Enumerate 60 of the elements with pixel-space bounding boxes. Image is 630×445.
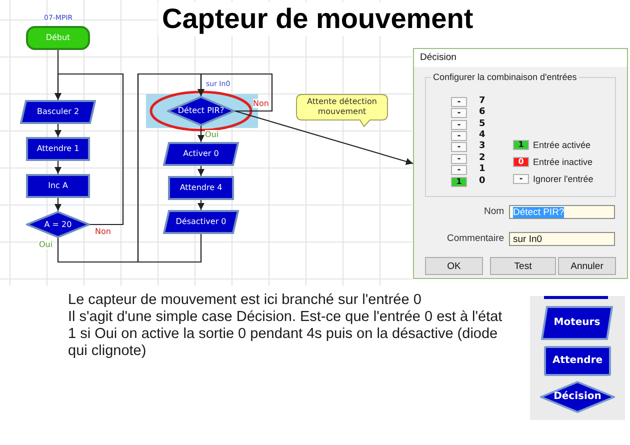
description-text: Il s'agit d'une simple case Décision. Est-ce que l'entrée 0 est à l'état 1 si Oui on active la sortie 0 pendant 4s puis on la désactive (diode qui clignote) — [68, 309, 504, 360]
input-number: 7 — [479, 96, 486, 107]
edge-label: Oui — [205, 130, 219, 139]
description-text: Le capteur de mouvement est ici branché sur l'entrée 0 — [68, 292, 422, 309]
speech-bubble: Attente détection mouvement — [296, 94, 388, 127]
legend-swatch: 1 — [513, 140, 529, 150]
toggle-button: - — [451, 142, 467, 152]
legend-swatch: 0 — [513, 157, 529, 167]
legend-swatch: - — [513, 174, 529, 184]
command-parallelogram: Activer 0 — [163, 142, 239, 166]
input-number: 0 — [479, 176, 486, 187]
legend-label: Entrée inactive — [533, 156, 593, 168]
start-box: Début — [26, 26, 90, 50]
palette-diamond: Décision — [540, 381, 615, 413]
toggle-button: - — [451, 154, 467, 164]
palette-box: Attendre — [544, 346, 611, 376]
process-box: Attendre 1 — [26, 137, 90, 161]
edge-label: Oui — [39, 240, 53, 249]
flow-arrow — [198, 200, 204, 210]
palette-parallelogram: Moteurs — [541, 306, 613, 340]
flow-arrow — [54, 73, 124, 226]
flow-arrow — [54, 198, 62, 211]
dialog-button: Annuler — [558, 257, 616, 275]
edge-label: Non — [253, 99, 269, 108]
input-number: 4 — [479, 130, 486, 141]
toggle-button: - — [451, 97, 467, 107]
input-number: 6 — [479, 107, 486, 118]
input-field: sur In0 — [509, 232, 615, 246]
toggle-button: - — [451, 108, 467, 118]
toggle-button: - — [451, 165, 467, 175]
edge-label: Non — [95, 227, 111, 236]
dialog-button: Test — [490, 257, 556, 275]
legend-label: Entrée activée — [533, 139, 591, 151]
decision-diamond: Détect PIR? — [167, 96, 235, 126]
input-number: 3 — [479, 141, 486, 152]
toggle-button: - — [451, 120, 467, 130]
dialog-button: OK — [425, 257, 483, 275]
field-label: Commentaire — [447, 233, 504, 245]
flow-arrow — [198, 166, 204, 176]
flow-arrow — [54, 161, 62, 174]
field-label: Nom — [484, 206, 504, 218]
command-parallelogram: Désactiver 0 — [163, 210, 239, 234]
flow-arrow — [54, 124, 62, 137]
input-field: Détect PIR? — [509, 205, 615, 219]
input-number: 1 — [479, 164, 486, 175]
toggle-button: 1 — [451, 177, 467, 187]
flow-arrow — [198, 126, 204, 142]
input-number: 2 — [479, 153, 486, 164]
title-bar: Décision — [414, 49, 627, 67]
dialog-window — [413, 48, 628, 279]
flow-arrow — [137, 73, 204, 263]
group-title: Configurer la combinaison d'entrées — [431, 71, 579, 83]
decision-diamond: A = 20 — [26, 211, 90, 238]
toggle-button: - — [451, 131, 467, 141]
process-box: Inc A — [26, 174, 90, 198]
legend-label: Ignorer l'entrée — [533, 173, 594, 185]
flow-arrow — [234, 110, 414, 165]
input-number: 5 — [479, 119, 486, 130]
command-parallelogram: Basculer 2 — [20, 100, 96, 124]
process-box: Attendre 4 — [168, 176, 234, 200]
